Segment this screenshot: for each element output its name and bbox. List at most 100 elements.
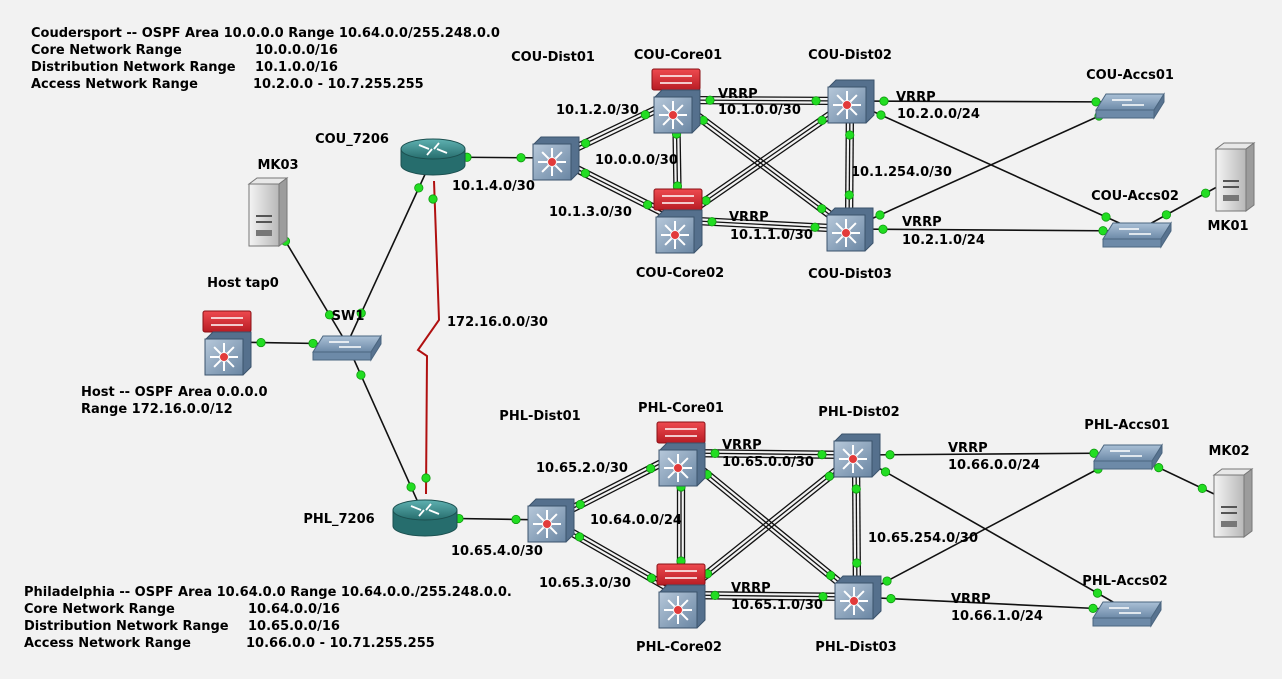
port-status-dot [640, 110, 650, 120]
link-line [855, 452, 1129, 456]
port-status-dot [581, 138, 591, 148]
port-status-dot [705, 95, 715, 105]
link-line [675, 102, 850, 106]
port-status-dot [643, 200, 653, 210]
port-status-dot [707, 217, 717, 227]
device-cou-7206[interactable] [400, 138, 466, 176]
subnet-label: 10.0.0.0/30 [595, 153, 678, 168]
server-icon [247, 177, 289, 247]
link-line [855, 454, 1128, 611]
device-phl-dist02[interactable] [833, 433, 881, 478]
port-status-dot [428, 194, 438, 204]
port-status-dot [1089, 448, 1099, 458]
device-sw1[interactable] [312, 334, 382, 362]
device-phl-accs01[interactable] [1093, 443, 1163, 471]
link-line [346, 343, 426, 519]
device-cou-core02[interactable] [653, 188, 703, 254]
port-status-dot [1101, 212, 1111, 222]
device-label: PHL-Core01 [638, 401, 724, 416]
port-status-dot [516, 153, 526, 163]
device-phl-core02[interactable] [656, 563, 706, 629]
port-status-dot [817, 115, 827, 125]
port-status-dot [876, 110, 886, 120]
link-line [848, 101, 1131, 230]
device-label: MK01 [1207, 219, 1248, 234]
port-status-dot [826, 570, 836, 581]
subnet-label: 10.66.1.0/24 [951, 609, 1043, 624]
vrrp-label: VRRP [951, 592, 991, 607]
device-label: COU-Core02 [636, 266, 724, 281]
l3-switch-icon [834, 575, 882, 620]
link-phl_dist02-phl_accs01 [855, 452, 1129, 456]
port-status-dot [406, 482, 416, 492]
subnet-label: 10.65.3.0/30 [539, 576, 631, 591]
port-status-dot [885, 450, 895, 460]
l3-switch-icon [833, 433, 881, 478]
device-phl-dist03[interactable] [834, 575, 882, 620]
subnet-label: 10.2.1.0/24 [902, 233, 985, 248]
serial-link-line [416, 180, 441, 495]
device-phl-dist01[interactable] [527, 498, 575, 543]
device-phl-7206[interactable] [392, 499, 458, 537]
port-status-dot [1098, 226, 1108, 236]
port-status-dot [414, 183, 424, 193]
vrrp-label: VRRP [896, 90, 936, 105]
link-line [681, 448, 857, 453]
port-status-dot [810, 222, 820, 232]
port-status-dot [879, 96, 889, 106]
cou-info-row-key: Access Network Range [31, 77, 198, 92]
device-cou-dist02[interactable] [827, 79, 875, 124]
cou-info-row-value: 10.2.0.0 - 10.7.255.255 [253, 77, 424, 92]
device-phl-accs02[interactable] [1092, 600, 1162, 628]
l3-switch-icon [826, 207, 874, 252]
device-mk02[interactable] [1212, 468, 1254, 538]
port-status-dot [886, 594, 896, 604]
phl-info-row-value: 10.64.0.0/16 [248, 602, 340, 617]
nodes-layer [202, 68, 1256, 629]
port-status-dot [256, 337, 266, 348]
host-info-title: Host -- OSPF Area 0.0.0.0 [81, 385, 268, 400]
phl-info-row-value: 10.65.0.0/16 [248, 619, 340, 634]
server-icon [1214, 142, 1256, 212]
link-phl_core02-phl_dist03 [680, 590, 858, 602]
device-cou-dist03[interactable] [826, 207, 874, 252]
port-status-dot [844, 190, 854, 200]
phl-info-title: Philadelphia -- OSPF Area 10.64.0.0 Rang… [24, 585, 512, 600]
device-label: PHL-Accs01 [1084, 418, 1169, 433]
device-label: COU-Accs02 [1091, 189, 1179, 204]
port-status-dot [851, 484, 861, 494]
port-status-dot [308, 338, 318, 349]
link-line [681, 590, 858, 595]
device-label: MK03 [257, 158, 298, 173]
device-phl-core01[interactable] [656, 421, 706, 487]
subnet-label: 10.2.0.0/24 [897, 107, 980, 122]
port-status-dot [852, 558, 862, 568]
device-host[interactable] [202, 310, 252, 376]
link-line [856, 452, 1129, 598]
device-cou-dist01[interactable] [532, 136, 580, 181]
link-cou_core02-cou_dist03 [677, 215, 850, 234]
l3-switch-icon [527, 498, 575, 543]
core-switch-icon [656, 421, 706, 487]
cou-info-title: Coudersport -- OSPF Area 10.0.0.0 Range … [31, 26, 500, 41]
device-cou-accs01[interactable] [1095, 92, 1165, 120]
device-cou-accs02[interactable] [1102, 221, 1172, 249]
vrrp-label: VRRP [948, 441, 988, 456]
link-sw1-phl_7206 [346, 343, 426, 519]
link-line [851, 455, 855, 598]
link-line [680, 597, 857, 602]
router-icon [392, 499, 458, 537]
link-line [680, 594, 858, 598]
subnet-label: 10.1.3.0/30 [549, 205, 632, 220]
phl-info-block: Philadelphia -- OSPF Area 10.64.0.0 Rang… [24, 585, 512, 651]
device-mk03[interactable] [247, 177, 289, 247]
vrrp-label: VRRP [718, 87, 758, 102]
device-cou-core01[interactable] [651, 68, 701, 134]
subnet-label: 10.65.2.0/30 [536, 461, 628, 476]
device-mk01[interactable] [1214, 142, 1256, 212]
device-label: PHL_7206 [303, 512, 374, 527]
link-line [856, 596, 1128, 611]
server-icon [1212, 468, 1254, 538]
